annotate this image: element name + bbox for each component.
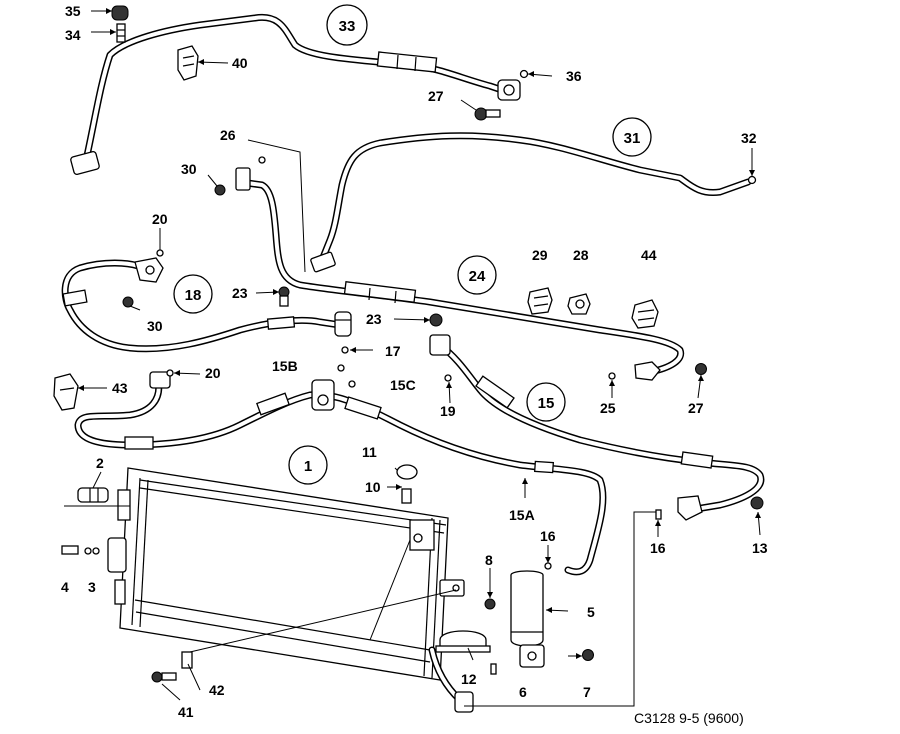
pipe-33 [70,13,521,176]
part-32-oring [747,175,757,185]
callout-5: 5 [587,604,595,620]
callout-26: 26 [220,127,236,143]
part-7-bolt [582,649,594,661]
callout-4: 4 [61,579,69,595]
callout-35: 35 [65,3,81,19]
part-36-oring [519,69,529,79]
callout-33: 33 [339,18,356,35]
part-23-bolt-b [429,313,443,327]
part-30-nut-b [122,296,134,308]
callout-40: 40 [232,55,248,71]
callout-15b: 15B [272,358,298,374]
circled-callouts: 33 31 24 18 15 1 [173,4,652,485]
receiver-dryer-5 [510,570,545,668]
callout-20-a: 20 [152,211,168,227]
pipe-24 [235,167,685,381]
callout-29: 29 [532,247,548,263]
hose-18 [61,257,352,353]
callout-13: 13 [752,540,768,556]
callout-16-left: 16 [540,528,556,544]
part-23-bolt-a [278,286,290,307]
part-43-clip [53,373,79,411]
callout-44: 44 [641,247,657,263]
callout-12: 12 [461,671,477,687]
callout-11: 11 [362,444,377,460]
callout-2: 2 [96,455,104,471]
pipe-15 [429,334,765,521]
part-12-bracket [435,630,491,653]
clip-28 [567,293,591,315]
part-20-oring-b [166,369,174,377]
clip-29 [527,287,553,315]
callout-31: 31 [624,130,641,147]
plain-callouts: 35 34 40 36 27 26 32 30 20 29 28 44 23 3… [61,3,768,726]
callout-15: 15 [538,395,555,412]
callout-10: 10 [365,479,381,495]
callout-24: 24 [469,268,486,285]
callout-7: 7 [583,684,591,700]
part-27-bolt-right [695,363,707,375]
part-6-oring [490,663,497,675]
callout-28: 28 [573,247,589,263]
clip-44 [631,299,659,329]
callout-23-b: 23 [366,311,382,327]
part-13-bolt [750,496,764,510]
part-26-clip-line [247,139,306,273]
callout-34: 34 [65,27,81,43]
leader-lines [64,10,761,707]
part-40-clip [177,45,199,81]
pipe-31 [316,132,752,269]
callout-27-top: 27 [428,88,444,104]
callout-18: 18 [185,287,202,304]
part-17-oring [341,346,349,354]
part-2-pressure-switch [77,487,109,503]
part-25-oring [608,372,616,380]
callout-42: 42 [209,682,225,698]
part-34-valve [116,23,126,43]
callout-15c: 15C [390,377,416,393]
callout-30-a: 30 [181,161,197,177]
condenser-1 [107,467,474,713]
callout-23-a: 23 [232,285,248,301]
callout-6: 6 [519,684,527,700]
part-27-bolt-top [474,107,501,121]
callout-43: 43 [112,380,128,396]
hose-15a [74,371,607,576]
callout-27-right: 27 [688,400,704,416]
part-16-oring-right [655,509,662,520]
callout-20-b: 20 [205,365,221,381]
callout-25: 25 [600,400,616,416]
part-15c-orings [337,364,356,388]
callout-15a: 15A [509,507,535,523]
part-4-3-fittings [61,545,100,555]
part-41-42-bolt [151,651,193,683]
callout-19: 19 [440,403,456,419]
leader-arrows [78,8,761,659]
part-30-nut-a [214,184,226,196]
callout-16-right: 16 [650,540,666,556]
part-10-11-plug [396,464,418,504]
callout-3: 3 [88,579,96,595]
part-20-oring-a [156,249,164,257]
part-19-oring [444,374,452,382]
callout-36: 36 [566,68,582,84]
callout-30-b: 30 [147,318,163,334]
callout-17: 17 [385,343,401,359]
diagram-code: C3128 9-5 (9600) [634,710,744,726]
part-35-cap [111,5,129,21]
part-8-bolt [484,598,496,610]
callout-32: 32 [741,130,757,146]
callout-8: 8 [485,552,493,568]
part-16-oring-left [544,562,552,570]
callout-41: 41 [178,704,194,720]
callout-1: 1 [304,458,312,475]
